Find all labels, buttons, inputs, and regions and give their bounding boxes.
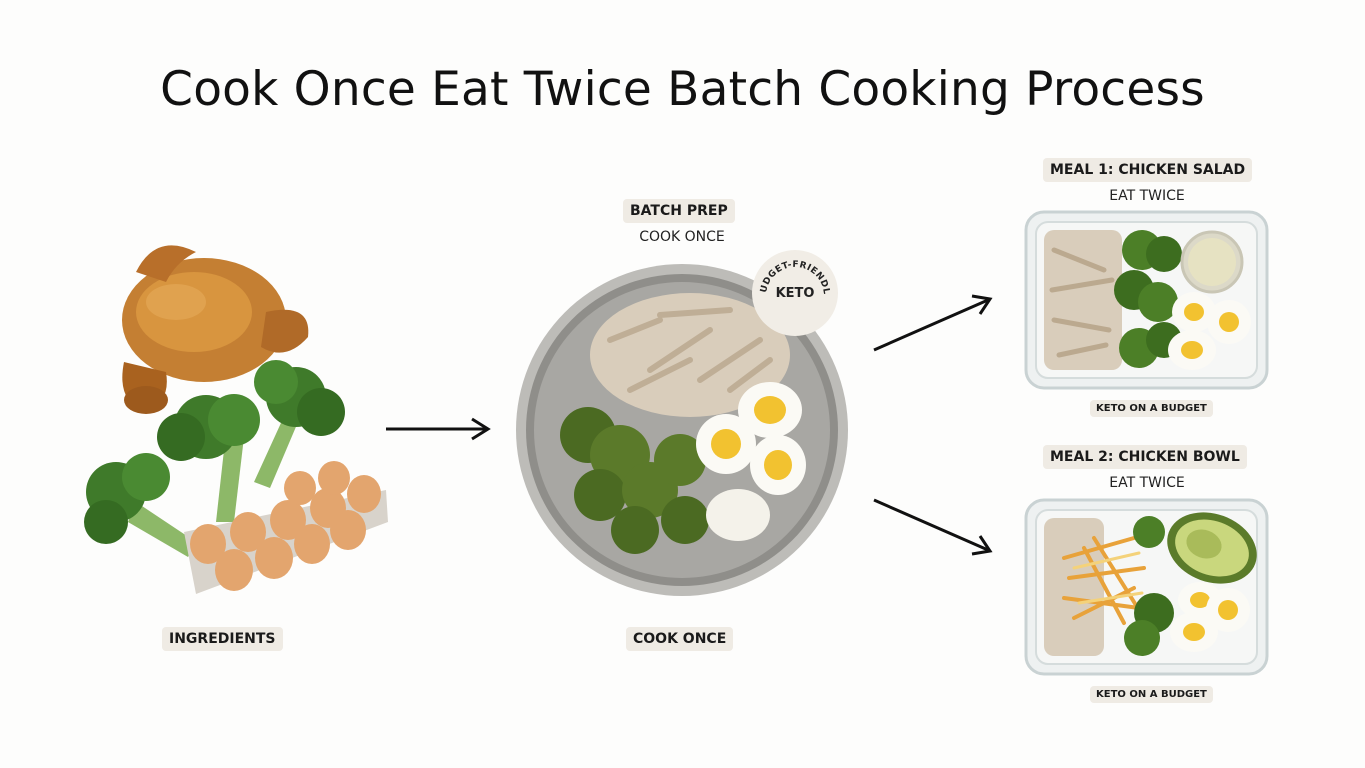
budget-friendly-keto-badge: BUDGET-FRIENDLY KETO: [752, 250, 838, 336]
meal1-footer: KETO ON A BUDGET: [1090, 400, 1213, 417]
arrow-up-right-icon: [873, 294, 993, 352]
avocado-icon: [1167, 512, 1257, 584]
meal1-container-image: [1024, 210, 1269, 390]
meal2-subtitle: EAT TWICE: [1109, 475, 1185, 491]
arrow-down-right-icon: [873, 498, 993, 556]
meal2-footer: KETO ON A BUDGET: [1090, 686, 1213, 703]
egg-carton-icon: [184, 461, 388, 594]
page-title: Cook Once Eat Twice Batch Cooking Proces…: [160, 62, 1205, 117]
batch-prep-label: BATCH PREP: [623, 199, 735, 223]
meal1-subtitle: EAT TWICE: [1109, 188, 1185, 204]
broccoli-icon: [1124, 516, 1174, 656]
badge-keto-text: KETO: [775, 286, 815, 301]
broccoli-icon: [84, 360, 345, 557]
boiled-egg-icon: [1168, 292, 1251, 370]
roast-chicken-icon: [122, 245, 309, 414]
meal2-label: MEAL 2: CHICKEN BOWL: [1043, 445, 1247, 469]
ingredients-label: INGREDIENTS: [162, 627, 283, 651]
meal2-container-image: [1024, 498, 1269, 676]
arrow-right-icon: [386, 417, 491, 441]
batch-bowl-image: [516, 264, 848, 596]
boiled-egg-icon: [696, 382, 806, 541]
ingredients-image: [84, 245, 388, 594]
boiled-egg-icon: [1170, 582, 1250, 652]
cook-once-label: COOK ONCE: [626, 627, 734, 651]
broccoli-icon: [560, 407, 709, 554]
batch-prep-subtitle: COOK ONCE: [639, 229, 725, 245]
meal1-label: MEAL 1: CHICKEN SALAD: [1043, 158, 1253, 182]
